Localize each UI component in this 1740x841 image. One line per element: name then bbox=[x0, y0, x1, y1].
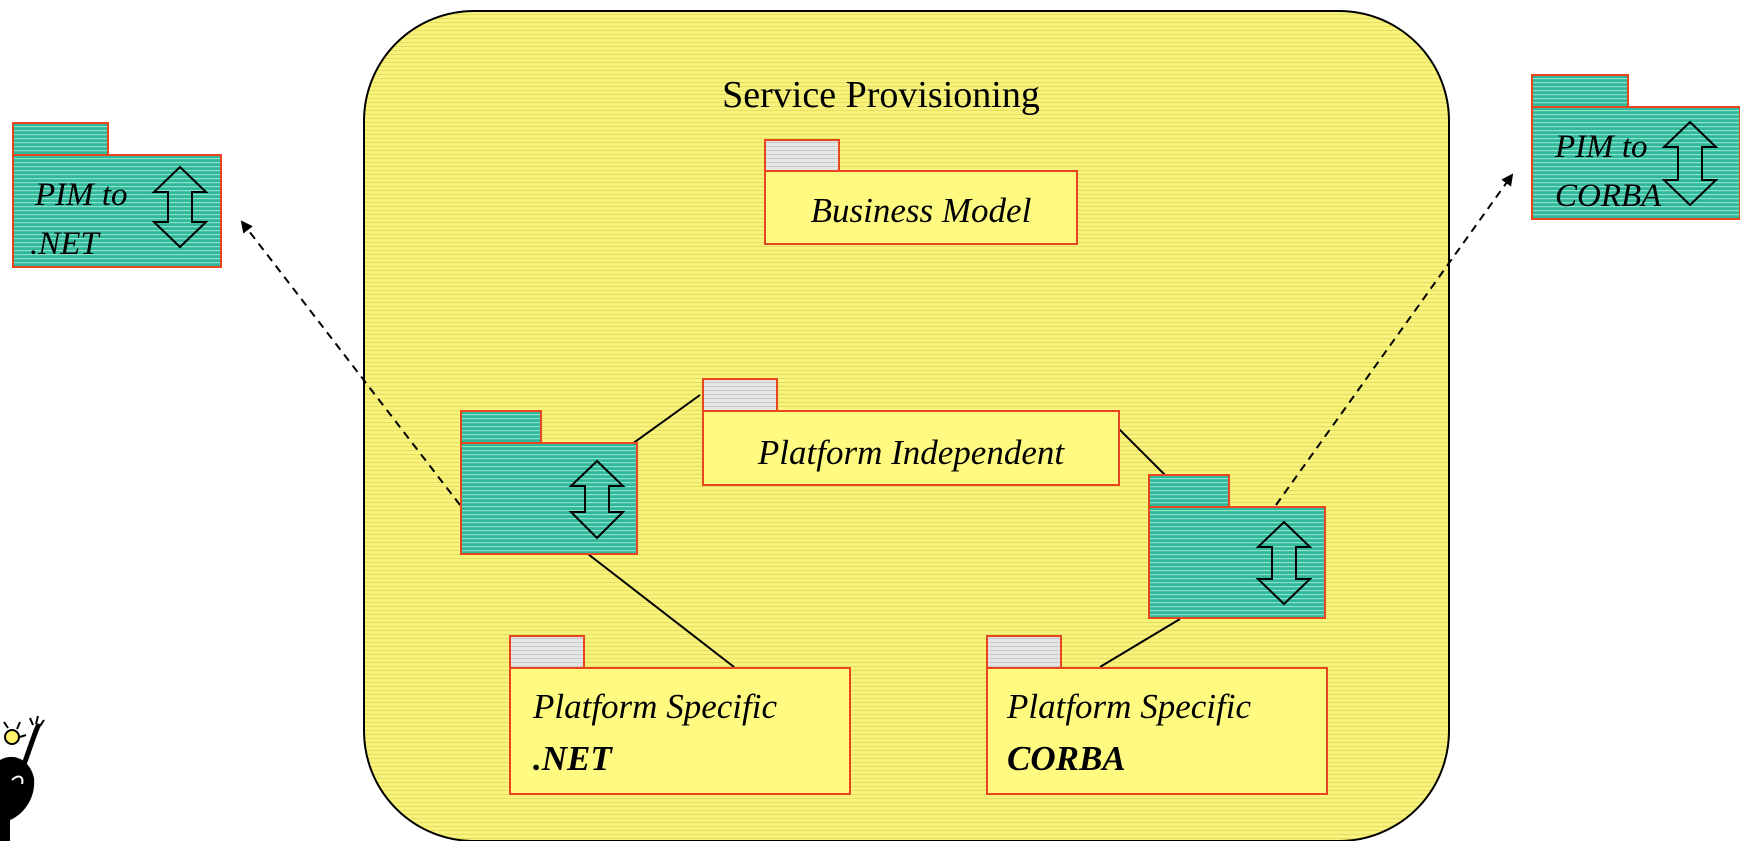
dependency-arrow-to-pim-corba bbox=[1275, 173, 1514, 506]
platform-independent-label: Platform Independent bbox=[757, 433, 1065, 472]
link-net-transform-to-ps-net bbox=[587, 553, 735, 668]
up-down-arrow-icon bbox=[1255, 520, 1313, 606]
link-corba-transform-to-ps-corba bbox=[1099, 618, 1181, 668]
ps-net-line1: Platform Specific bbox=[532, 687, 777, 726]
transform-pim-to-net: PIM to .NET bbox=[12, 122, 222, 268]
link-net-transform-to-pi bbox=[631, 394, 701, 445]
transform-package-corba-inner bbox=[1148, 474, 1326, 619]
pim-corba-line2: CORBA bbox=[1555, 178, 1662, 214]
pim-net-line1: PIM to bbox=[34, 177, 128, 213]
pim-net-line2: .NET bbox=[30, 226, 101, 262]
package-platform-specific-net: Platform Specific .NET bbox=[509, 635, 851, 795]
transform-pim-to-corba: PIM to CORBA bbox=[1531, 74, 1740, 220]
package-platform-independent: Platform Independent bbox=[702, 378, 1120, 486]
link-pi-to-corba-transform bbox=[1114, 424, 1166, 476]
container-title: Service Provisioning bbox=[722, 74, 1040, 116]
up-down-arrow-icon bbox=[151, 165, 209, 249]
dependency-arrows bbox=[240, 173, 1514, 506]
ps-corba-line1: Platform Specific bbox=[1006, 687, 1251, 726]
pim-corba-line1: PIM to bbox=[1554, 129, 1648, 165]
up-down-arrow-icon bbox=[1661, 120, 1719, 207]
up-down-arrow-icon bbox=[568, 459, 626, 540]
person-with-lightbulb-icon bbox=[0, 715, 45, 841]
connector-lines bbox=[587, 394, 1181, 668]
dependency-arrow-to-pim-net bbox=[240, 220, 461, 506]
ps-net-line2: .NET bbox=[533, 739, 613, 778]
ps-corba-line2: CORBA bbox=[1007, 739, 1126, 778]
transform-package-net-inner bbox=[460, 410, 638, 555]
package-business-model: Business Model bbox=[764, 139, 1078, 245]
business-model-label: Business Model bbox=[811, 191, 1032, 230]
package-platform-specific-corba: Platform Specific CORBA bbox=[986, 635, 1328, 795]
